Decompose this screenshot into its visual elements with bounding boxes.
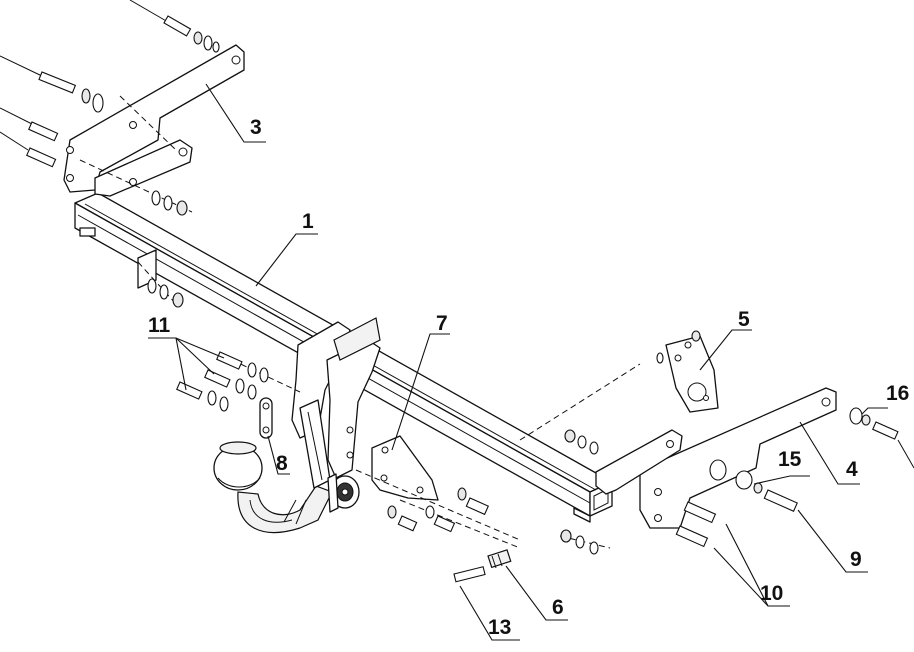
right-inner-plate (595, 429, 683, 495)
callout-1: 1 (302, 210, 314, 233)
callout-6: 6 (552, 596, 564, 619)
nuts-electric-plate (656, 330, 701, 364)
bolt-top-left-1 (129, 0, 220, 53)
bolt-left-upper (0, 55, 104, 113)
bolts-left-pair (0, 107, 59, 168)
bolts-part-11 (176, 351, 269, 412)
bolts-part-10 (675, 501, 717, 548)
callout-13: 13 (488, 616, 511, 639)
callout-4: 4 (846, 458, 858, 481)
right-bracket-part-4 (639, 387, 837, 529)
nuts-under-bracket-3 (151, 190, 188, 216)
callout-7: 7 (436, 312, 448, 335)
nuts-right-lower (560, 529, 599, 555)
callout-labels: 1 3 4 5 6 7 8 9 10 11 13 15 16 (148, 116, 909, 639)
callout-11: 11 (148, 314, 171, 337)
bolt-part-13 (453, 566, 486, 583)
towball-neck (237, 399, 333, 534)
assembly-guide-lines (79, 95, 641, 549)
washer-part-16 (849, 407, 914, 469)
towball (213, 441, 263, 491)
callout-10: 10 (760, 582, 783, 605)
centre-mount-plates (291, 317, 381, 479)
socket-screws (387, 487, 489, 533)
spring-part-6 (487, 549, 512, 569)
small-bracket-part-8 (259, 397, 273, 439)
callout-16: 16 (886, 382, 909, 405)
nuts-right-upper (564, 429, 599, 455)
washer-part-15 (709, 459, 763, 494)
nuts-under-beam-left (147, 278, 184, 308)
callout-5: 5 (738, 308, 750, 331)
callout-8: 8 (276, 452, 288, 475)
electric-plate-part-5 (665, 335, 719, 413)
callout-3: 3 (250, 116, 262, 139)
callout-15: 15 (778, 448, 802, 471)
leader-lines (148, 83, 888, 641)
bolt-part-9 (763, 489, 798, 512)
left-bracket-part-3 (63, 44, 245, 197)
socket-connector (327, 473, 360, 513)
callout-9: 9 (850, 548, 862, 571)
